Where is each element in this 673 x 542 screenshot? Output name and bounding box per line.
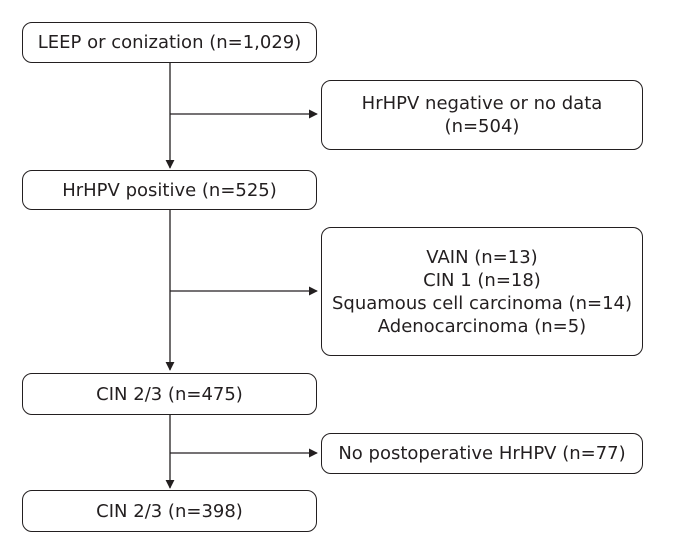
exclusion-count: (n=504) (444, 116, 520, 137)
exclusion-other-diagnoses: VAIN (n=13) CIN 1 (n=18) Squamous cell c… (321, 227, 643, 356)
step-cin23-first: CIN 2/3 (n=475) (22, 373, 317, 415)
exclusion-label: HrHPV negative or no data (361, 93, 603, 114)
exclusion-item-vain: VAIN (n=13) (426, 246, 538, 268)
step-hrhpv-positive: HrHPV positive (n=525) (22, 170, 317, 210)
exclusion-item-adeno: Adenocarcinoma (n=5) (377, 315, 587, 337)
step-label: LEEP or conization (n=1,029) (37, 32, 302, 53)
step-label: CIN 2/3 (n=398) (96, 500, 243, 522)
exclusion-item-squamous: Squamous cell carcinoma (n=14) (331, 292, 632, 314)
exclusion-label: No postoperative HrHPV (n=77) (338, 443, 626, 464)
exclusion-item-cin1: CIN 1 (n=18) (423, 269, 541, 291)
step-cin23-final: CIN 2/3 (n=398) (22, 490, 317, 532)
step-leep-conization: LEEP or conization (n=1,029) (22, 22, 317, 63)
step-label: CIN 2/3 (n=475) (96, 383, 243, 405)
exclusion-no-postop-hrhpv: No postoperative HrHPV (n=77) (321, 433, 643, 474)
step-label: HrHPV positive (n=525) (62, 179, 277, 201)
exclusion-hrhpv-negative: HrHPV negative or no data (n=504) (321, 80, 643, 150)
